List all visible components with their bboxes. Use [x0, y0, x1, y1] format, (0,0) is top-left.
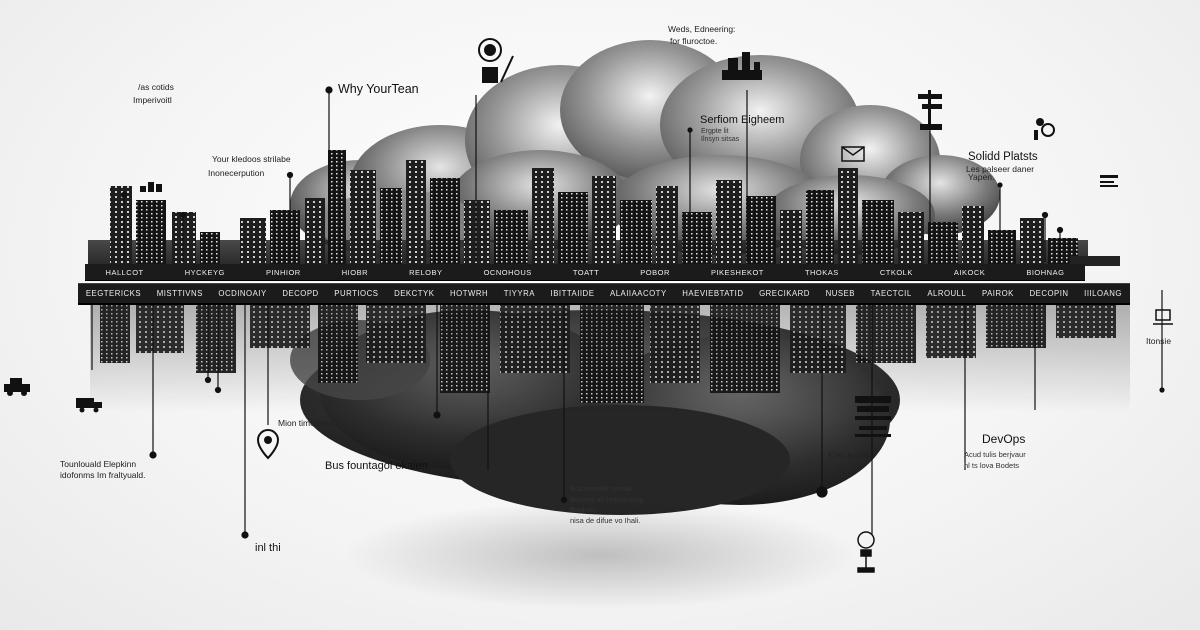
label-mion-timechee: Mion timechee... — [278, 418, 341, 428]
envelope-icon — [841, 146, 865, 162]
band-top-label: Thokas — [804, 267, 839, 277]
label-why-your-team: Why YourTean — [338, 82, 419, 96]
label-fitodom: fftodom. — [570, 505, 597, 514]
label-as-cotids: /as cotids — [138, 82, 174, 92]
label-acud-tulls: Acud tulis berjvaur — [964, 450, 1026, 459]
band-top-label: Ocnohous — [483, 267, 532, 277]
label-inthi: inl thi — [255, 542, 281, 554]
gear-pen-icon — [478, 38, 514, 83]
band-main-label: Pairok — [981, 289, 1014, 298]
label-solidd-sub1: Les palseer daner — [966, 164, 1035, 174]
label-hl-tsa: hl ts lova Bodets — [964, 461, 1020, 470]
label-for-fluroctoe: for fluroctoe. — [670, 36, 718, 46]
skyline-icon — [140, 182, 162, 192]
band-top-label: Aikock — [953, 267, 986, 277]
contact-card-icon — [1100, 175, 1118, 187]
truck-icon — [76, 398, 102, 413]
band-main-label: Taectcil — [870, 289, 912, 298]
band-main-label: Alroull — [927, 289, 967, 298]
label-itonsie: Itonsie — [1146, 336, 1172, 346]
band-main-label: Hotwrh — [450, 289, 489, 298]
band-main-label: Eegtericks — [85, 289, 142, 298]
band-top-label: Ctkolk — [879, 267, 913, 277]
city-skyline — [88, 150, 1120, 266]
label-kien-kroick: Klen kroick — [828, 450, 870, 460]
band-top-label: Pinhior — [265, 267, 301, 277]
location-pin-icon — [256, 428, 280, 460]
label-idofonms: idofonms Im fraltyuald. — [60, 470, 146, 480]
band-main-label: Ibittaiide — [550, 289, 595, 298]
band-main-label: Misttivns — [156, 289, 203, 298]
band-main-label: Dekctyk — [394, 289, 435, 298]
band-top-label: Pikeshekot — [710, 267, 764, 277]
pin-markers — [91, 86, 1165, 539]
signpost-icon — [918, 90, 942, 130]
label-nisa-de: nisa de difue vo Ihali. — [570, 516, 641, 525]
band-main-label: Grecikard — [759, 289, 810, 298]
service-label-band-top: Hallcot Hyckeyg Pinhior Hiobr Reloby Ocnohous… — [85, 264, 1085, 280]
label-webs-edneering: Weds, Edneering: — [668, 24, 736, 34]
band-top-label: Toatt — [572, 267, 600, 277]
bulb-pin-icon — [857, 531, 875, 573]
label-imperivoitl: Imperivoitl — [133, 95, 172, 105]
band-main-label: Purtiocs — [334, 289, 379, 298]
vintage-car-icon — [4, 378, 30, 396]
label-devops: DevOps — [982, 432, 1026, 446]
label-serfiom-sub2: Ilnsyn sitsas — [701, 136, 740, 143]
label-inonecerpution: Inonecerpution — [208, 168, 265, 178]
wrench-puzzle-icon — [1034, 118, 1055, 140]
label-serfiom-eigheem: Serfiom Eigheem — [700, 114, 785, 126]
band-main-label: Decopin — [1029, 289, 1069, 298]
label-solidd-platsts: Solidd Platsts — [968, 151, 1038, 163]
label-solidd-sub2: Yapen. — [968, 172, 995, 182]
band-main-label: Tiyyra — [503, 289, 535, 298]
band-top-label: Pobor — [640, 267, 670, 277]
server-stack-icon — [855, 396, 891, 437]
label-bus-fountagol: Bus fountagol ekaien — [325, 460, 428, 472]
band-top-label: Hyckeyg — [184, 267, 225, 277]
band-main-label: Nuseb — [825, 289, 855, 298]
band-main-label: Haeviebtatid — [682, 289, 744, 298]
label-serfiom-sub1: Ergpte lit — [701, 128, 729, 135]
label-boderd-oti: Boderd oti hepsauong — [570, 495, 644, 504]
band-top-label: Reloby — [409, 267, 443, 277]
band-main-label: Decopd — [282, 289, 319, 298]
band-top-label: Hallcot — [105, 267, 144, 277]
label-butotreoder: Butotreoder cernal — [570, 484, 632, 493]
label-tounlound: Tounlouald Elepkinn — [60, 459, 137, 469]
laptop-icon — [1153, 309, 1173, 325]
label-your-kledoos: Your kledoos strilabe — [212, 154, 291, 164]
reflected-skyline — [90, 303, 1130, 413]
band-main-label: Iiiloang — [1084, 289, 1122, 298]
ground-shadow — [340, 500, 860, 610]
band-top-label: Hiobr — [341, 267, 369, 277]
factory-icon — [722, 52, 762, 80]
band-main-label: Ocdinoaiy — [218, 289, 267, 298]
band-main-label: Alaiiaacoty — [610, 289, 667, 298]
band-top-label: Biohnag — [1026, 267, 1065, 277]
service-label-band-main: Eegtericks Misttivns Ocdinoaiy Decopd Purtio… — [78, 283, 1130, 304]
